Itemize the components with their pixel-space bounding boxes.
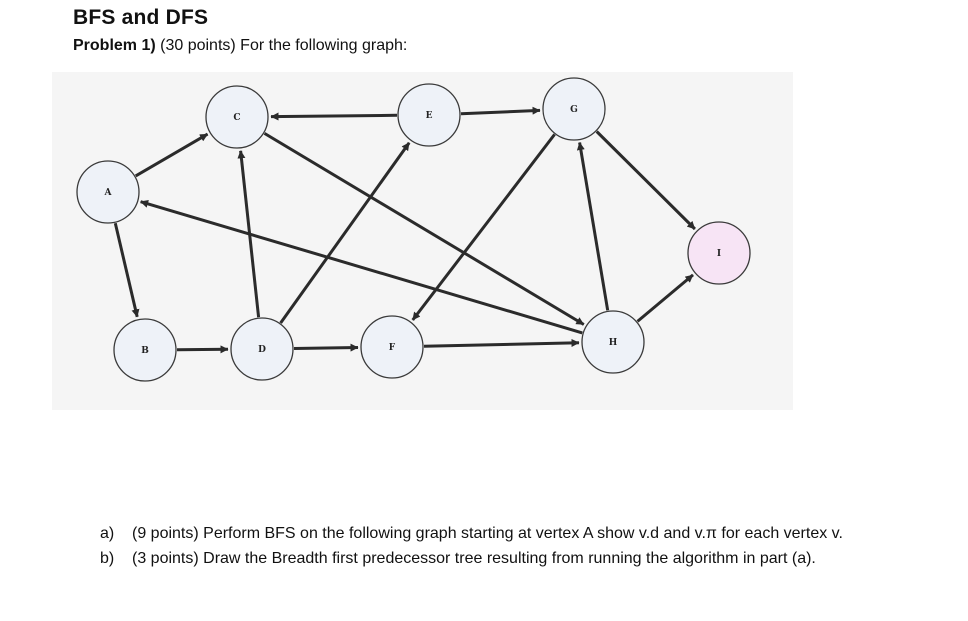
node-circle — [397, 83, 461, 147]
edge-a-to-c — [134, 132, 209, 178]
node-g: G — [542, 77, 606, 141]
question-a: a) (9 points) Perform BFS on the followi… — [100, 522, 860, 547]
node-circle — [76, 160, 140, 224]
edge-h-to-g — [576, 142, 610, 311]
node-label: H — [609, 338, 618, 348]
node-circle — [542, 77, 606, 141]
node-h: H — [581, 310, 645, 374]
edge-g-to-f — [411, 133, 556, 321]
node-f: F — [360, 315, 424, 379]
question-a-marker: a) — [100, 525, 115, 542]
question-b-marker: b) — [100, 549, 115, 567]
node-circle — [581, 310, 645, 374]
edge-e-to-g — [460, 106, 541, 116]
node-circle — [360, 315, 424, 379]
edge-c-to-h — [263, 132, 585, 326]
node-label: C — [233, 113, 240, 123]
node-circle — [205, 85, 269, 149]
edge-f-to-h — [423, 338, 580, 348]
question-b: b) (3 points) Draw the Breadth first pre… — [100, 547, 860, 572]
node-i: I — [687, 221, 751, 285]
node-label: D — [258, 345, 266, 355]
question-list: a) (9 points) Perform BFS on the followi… — [100, 522, 860, 571]
node-e: E — [397, 83, 461, 147]
node-label: G — [570, 105, 578, 115]
node-label: A — [104, 188, 113, 198]
question-b-text: (3 points) Draw the Breadth first predec… — [132, 549, 816, 567]
graph-diagram: A B C D E F G H I — [76, 77, 751, 382]
node-a: A — [76, 160, 140, 224]
graph-nodes: A B C D E F G H I — [76, 77, 751, 382]
edge-a-to-b — [113, 222, 140, 318]
edge-g-to-i — [595, 130, 696, 231]
node-label: E — [426, 111, 433, 121]
problem-number: Problem 1) — [73, 37, 156, 54]
node-circle — [687, 221, 751, 285]
edge-d-to-f — [293, 343, 359, 352]
node-label: B — [141, 346, 149, 356]
edge-e-to-c — [270, 112, 398, 121]
problem-text: (30 points) For the following graph: — [155, 37, 408, 54]
node-circle — [113, 318, 177, 382]
edge-d-to-e — [279, 141, 411, 324]
node-c: C — [205, 85, 269, 149]
edge-h-to-i — [636, 273, 694, 323]
node-d: D — [230, 317, 294, 381]
page-title: BFS and DFS — [73, 6, 209, 29]
node-label: F — [389, 343, 396, 353]
graph-figure: A B C D E F G H I — [52, 72, 793, 410]
question-a-text: (9 points) Perform BFS on the following … — [132, 525, 843, 542]
edge-h-to-a — [140, 200, 583, 335]
node-circle — [230, 317, 294, 381]
graph-edges — [113, 106, 696, 354]
node-label: I — [717, 249, 721, 259]
node-b: B — [113, 318, 177, 382]
problem-statement: Problem 1) (30 points) For the following… — [73, 37, 407, 55]
